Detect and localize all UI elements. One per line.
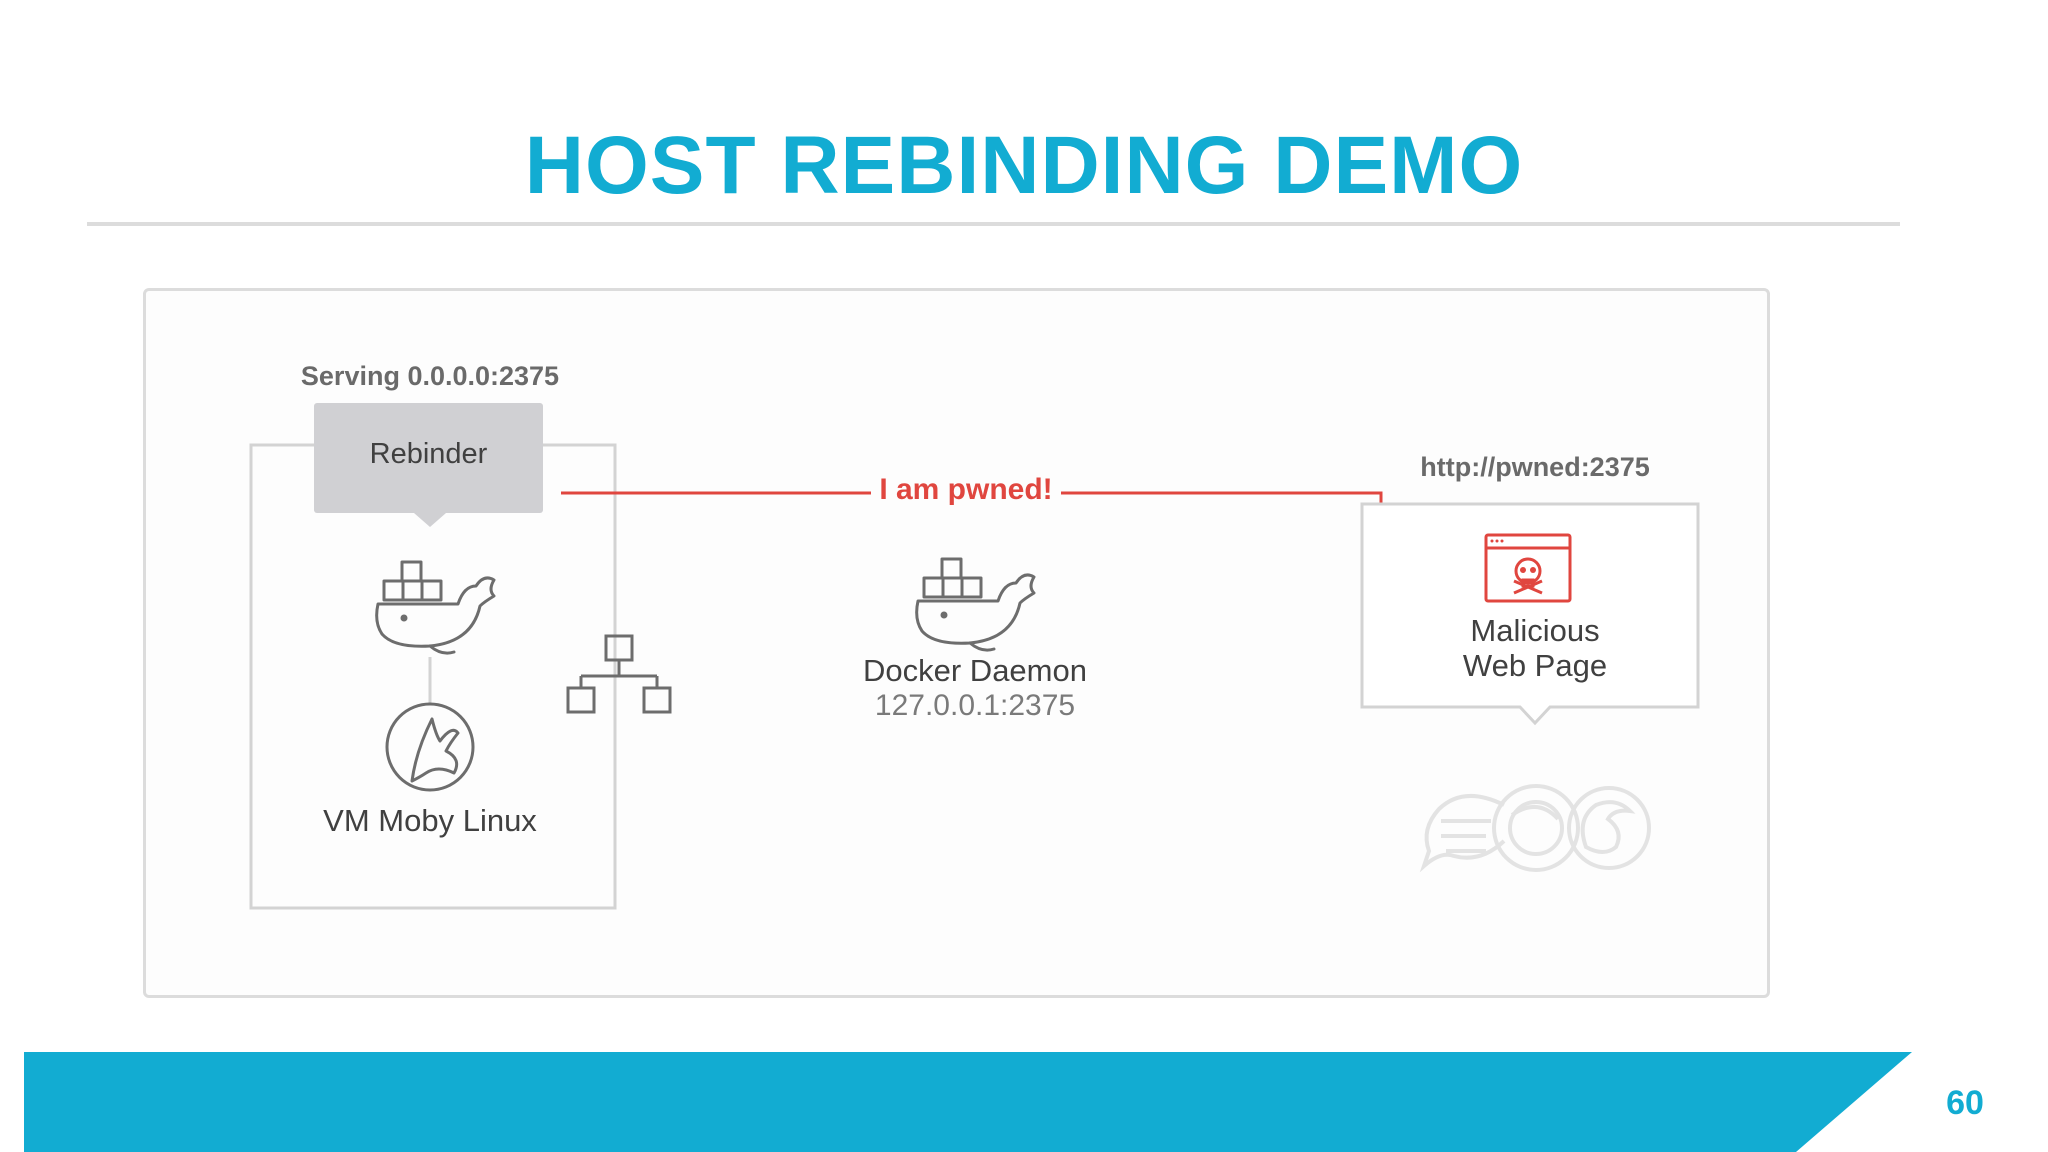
daemon-title: Docker Daemon xyxy=(863,653,1087,688)
browser-skull-icon xyxy=(1484,533,1572,603)
docker-whale-icon xyxy=(915,557,1036,652)
slide-title: HOST REBINDING DEMO xyxy=(524,120,1524,211)
vm-label: VM Moby Linux xyxy=(323,803,537,838)
docker-whale-icon xyxy=(375,560,496,655)
rebinder-label: Rebinder xyxy=(369,438,488,470)
malicious-label-line2: Web Page xyxy=(1462,648,1608,683)
vm-box xyxy=(249,443,617,910)
diagram-frame: Serving 0.0.0.0:2375 Rebinder VM Moby Li… xyxy=(143,288,1770,998)
url-label: http://pwned:2375 xyxy=(1420,452,1650,482)
daemon-address: 127.0.0.1:2375 xyxy=(874,689,1076,722)
moby-linux-icon xyxy=(385,702,475,792)
malicious-label-line1: Malicious xyxy=(1470,613,1600,648)
pwned-message: I am pwned! xyxy=(879,473,1053,506)
diagram-graphics xyxy=(249,403,1700,910)
browsers-icon xyxy=(1419,784,1651,873)
network-icon xyxy=(566,634,672,714)
title-divider xyxy=(87,222,1900,226)
malicious-callout xyxy=(1360,502,1700,726)
serving-label: Serving 0.0.0.0:2375 xyxy=(300,361,560,391)
rebinder-callout xyxy=(314,403,543,527)
footer-band xyxy=(24,1052,1912,1152)
page-number: 60 xyxy=(1946,1084,1984,1122)
